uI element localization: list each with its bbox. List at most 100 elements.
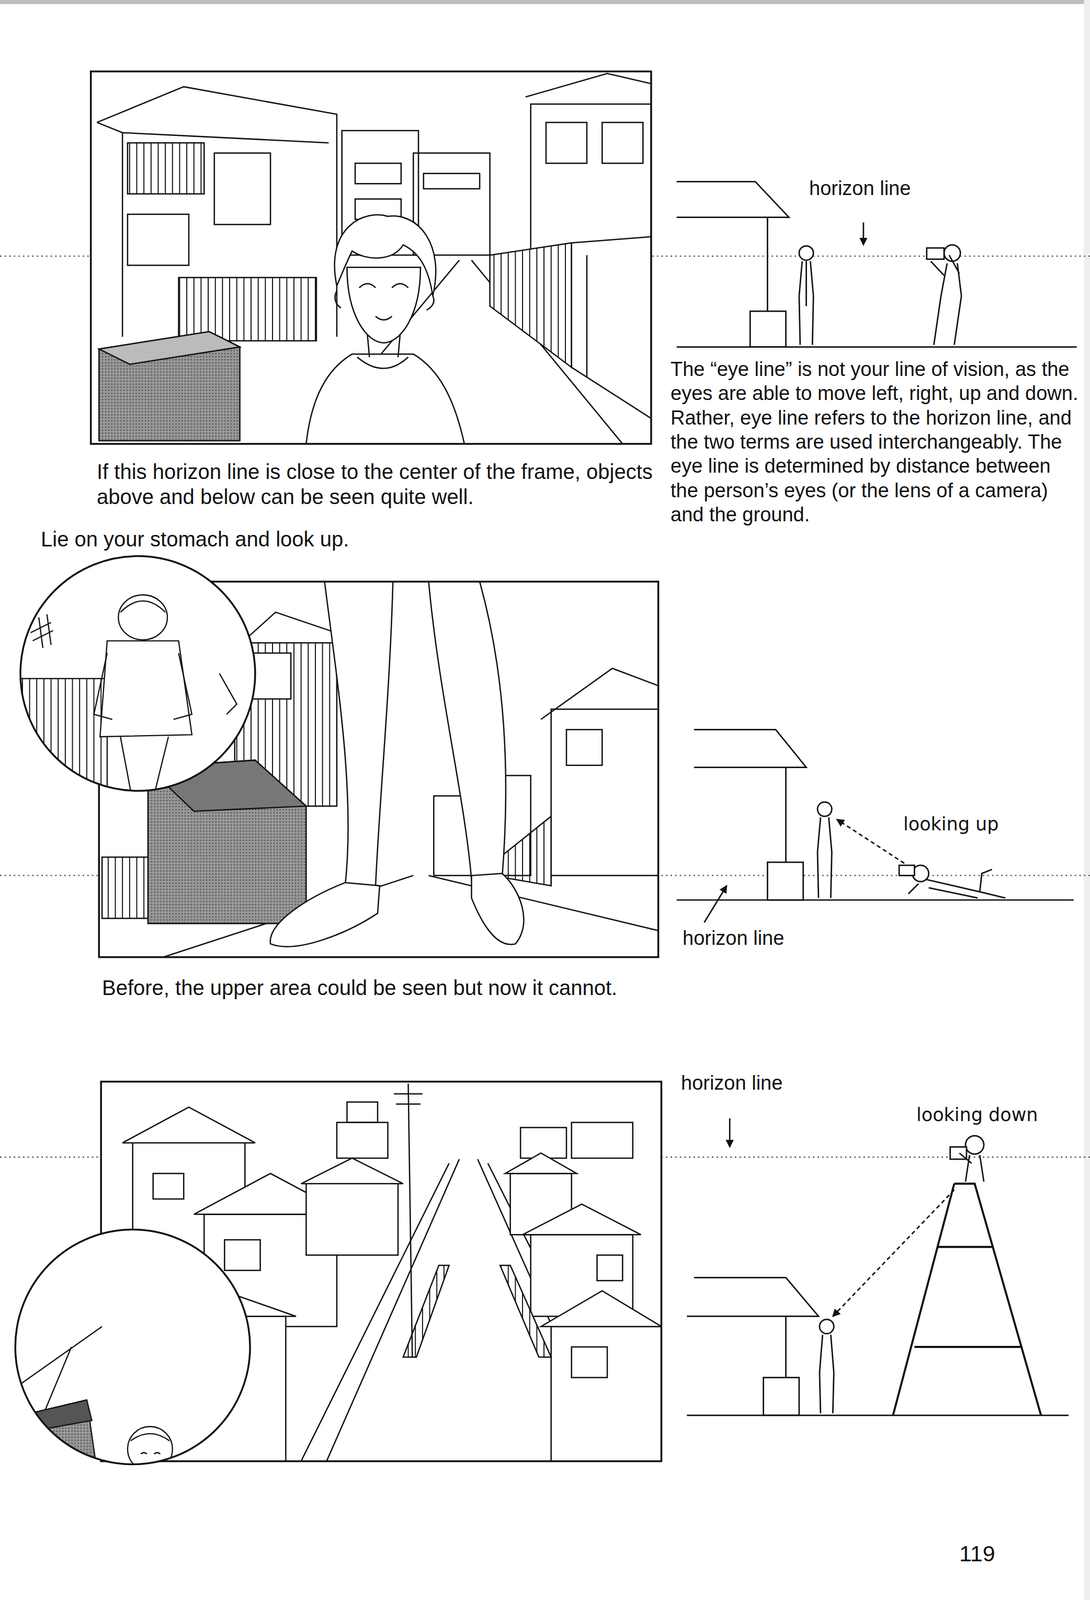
inset-looking-up — [99, 641, 192, 737]
low-angle-side-diagram — [676, 899, 1074, 902]
street-panel-high-angle — [403, 1265, 450, 1358]
street-panel-eye-level — [490, 242, 572, 368]
street-panel-eye-level — [91, 71, 652, 445]
street-panel-eye-level — [334, 214, 437, 297]
explanation-paragraph: The “eye line” is not your line of visio… — [670, 357, 1080, 528]
eye-level-side-diagram — [926, 247, 945, 259]
street-panel-eye-level — [91, 71, 652, 445]
eye-level-side-diagram — [676, 346, 1077, 348]
street-panel-low-angle — [101, 857, 154, 919]
street-panel-high-angle — [224, 1240, 260, 1271]
inset-looking-up — [20, 556, 256, 792]
street-panel-eye-level — [355, 163, 402, 184]
high-angle-side-diagram — [686, 1414, 1069, 1417]
street-panel-eye-level — [334, 290, 434, 311]
street-panel-high-angle — [153, 1173, 185, 1200]
inset-looking-down — [130, 1434, 170, 1442]
low-angle-side-diagram — [694, 729, 807, 768]
high-angle-side-diagram — [686, 1277, 819, 1317]
high-angle-side-diagram — [763, 1378, 800, 1416]
street-panel-low-angle — [324, 581, 394, 888]
inset-looking-up — [20, 556, 256, 792]
street-panel-low-angle — [551, 709, 659, 876]
street-panel-eye-level — [423, 173, 480, 189]
inset-looking-down — [30, 1400, 93, 1432]
page-number: 119 — [959, 1540, 996, 1569]
street-panel-high-angle — [393, 1084, 423, 1358]
street-panel-high-angle — [505, 1153, 577, 1174]
street-panel-high-angle — [571, 1347, 608, 1379]
low-angle-side-diagram — [817, 802, 832, 817]
street-panel-eye-level — [525, 73, 652, 98]
high-angle-side-diagram — [686, 1118, 1069, 1416]
eye-level-side-diagram — [799, 261, 814, 346]
view-direction-label: looking up — [903, 813, 999, 836]
street-panel-eye-level — [530, 104, 652, 256]
street-panel-high-angle — [346, 1102, 378, 1123]
street-panel-eye-level — [96, 73, 652, 445]
street-panel-high-angle — [597, 1255, 623, 1281]
street-panel-high-angle — [520, 1127, 567, 1159]
street-panel-eye-level — [127, 214, 189, 266]
street-panel-high-angle — [122, 1107, 256, 1143]
street-panel-high-angle — [301, 1158, 404, 1185]
inset-looking-up — [120, 736, 169, 791]
high-angle-side-diagram — [959, 1153, 984, 1183]
street-panel-eye-level — [127, 142, 204, 195]
eye-level-side-diagram — [930, 255, 962, 346]
inset-looking-up — [120, 600, 166, 612]
eye-level-side-diagram — [944, 244, 961, 261]
inset-looking-down — [30, 1400, 101, 1503]
view-direction-label: looking down — [916, 1104, 1039, 1127]
street-panel-high-angle — [571, 1122, 633, 1159]
eye-level-side-diagram — [676, 181, 1077, 347]
street-panel-low-angle — [471, 873, 525, 946]
caption: Before, the upper area could be seen but… — [101, 975, 618, 1001]
street-panel-low-angle — [428, 581, 506, 880]
street-panel-low-angle — [270, 882, 380, 947]
street-panel-eye-level — [98, 331, 240, 441]
street-panel-high-angle — [551, 1326, 662, 1462]
street-panel-high-angle — [522, 1204, 641, 1236]
eye-level-side-diagram — [799, 245, 814, 260]
street-panel-eye-level — [359, 284, 409, 289]
high-angle-side-diagram — [914, 1247, 1021, 1348]
street-panel-eye-level — [586, 255, 588, 378]
street-panel-high-angle — [305, 1184, 399, 1256]
high-angle-side-diagram — [819, 1319, 834, 1334]
low-angle-side-diagram — [908, 869, 1006, 899]
street-panel-eye-level — [305, 354, 464, 445]
street-panel-low-angle — [566, 729, 603, 766]
inset-looking-down — [15, 1230, 251, 1551]
street-panel-high-angle — [540, 1291, 662, 1327]
street-panel-eye-level — [91, 71, 652, 445]
low-angle-side-diagram — [704, 886, 727, 923]
street-panel-eye-level — [602, 122, 643, 164]
street-panel-eye-level — [546, 122, 587, 164]
street-panel-eye-level — [346, 267, 420, 343]
inset-looking-up — [118, 595, 168, 641]
inset-looking-down — [15, 1230, 251, 1466]
high-angle-side-diagram — [832, 1189, 955, 1317]
horizon-label: horizon line — [682, 926, 785, 951]
street-panel-eye-level — [98, 331, 240, 365]
inset-looking-down — [15, 1326, 190, 1551]
inset-looking-down — [140, 1452, 161, 1455]
inset-looking-up — [20, 678, 108, 792]
horizon-label: horizon line — [809, 176, 911, 201]
horizon-label: horizon line — [680, 1071, 783, 1096]
inset-looking-down — [112, 1467, 190, 1513]
street-panel-low-angle — [540, 668, 658, 720]
street-panel-high-angle — [336, 1122, 389, 1159]
high-angle-side-diagram — [892, 1184, 1041, 1416]
low-angle-side-diagram — [899, 865, 915, 877]
inset-looking-down — [138, 1512, 164, 1542]
inset-looking-down — [156, 1540, 173, 1551]
low-angle-side-diagram — [676, 729, 1074, 923]
page-edge — [0, 0, 1090, 5]
inset-looking-up — [94, 653, 192, 720]
street-panel-eye-level — [357, 357, 409, 369]
eye-level-side-diagram — [766, 217, 769, 312]
